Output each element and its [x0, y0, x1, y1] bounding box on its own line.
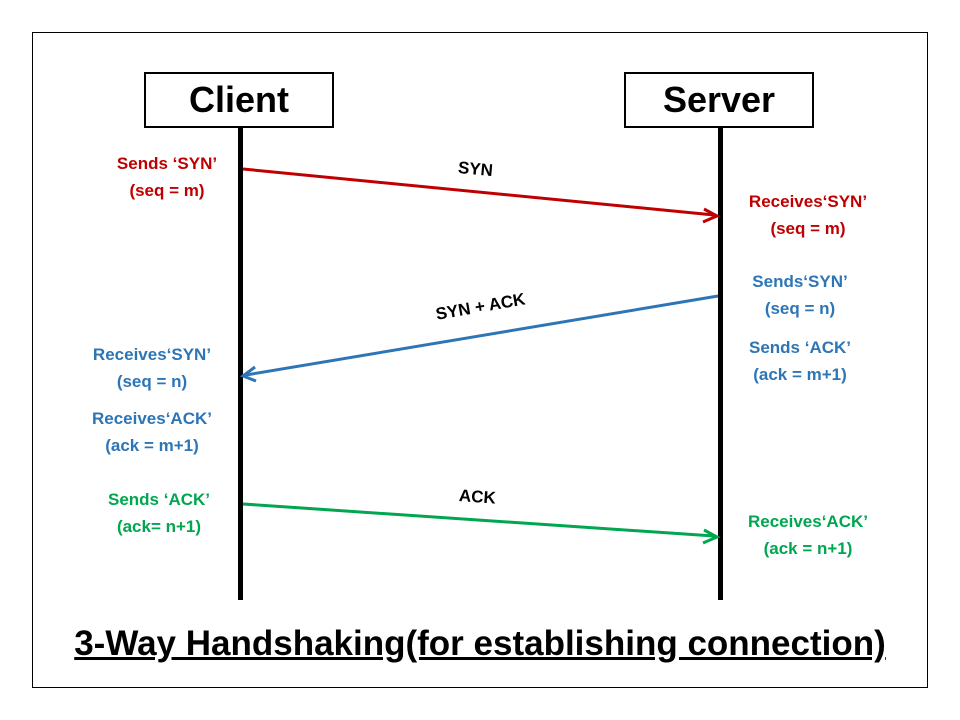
server-sends-syn-note: Sends‘SYN’ (seq = n) — [738, 268, 862, 322]
server-box: Server — [624, 72, 814, 128]
client-receives-ack-note: Receives‘ACK’ (ack = m+1) — [82, 405, 222, 459]
server-label: Server — [662, 79, 776, 120]
synack-arrow-line — [245, 294, 719, 377]
ack-arrowhead — [702, 528, 721, 545]
client-receives-syn-note: Receives‘SYN’ (seq = n) — [82, 341, 222, 395]
client-receives-ack-line2: (ack = m+1) — [105, 436, 199, 455]
client-sends-syn-line1: Sends ‘SYN’ — [116, 154, 218, 173]
server-sends-ack-line2: (ack = m+1) — [753, 365, 847, 384]
client-box: Client — [144, 72, 334, 128]
client-sends-ack-note: Sends ‘ACK’ (ack= n+1) — [96, 486, 222, 540]
client-receives-ack-line1: Receives‘ACK’ — [91, 409, 212, 428]
server-sends-syn-line2: (seq = n) — [764, 299, 836, 318]
server-sends-ack-note: Sends ‘ACK’ (ack = m+1) — [736, 334, 864, 388]
ack-arrow-line — [242, 502, 715, 538]
client-sends-ack-line2: (ack= n+1) — [116, 517, 202, 536]
server-receives-syn-note: Receives‘SYN’ (seq = m) — [738, 188, 878, 242]
server-lifeline — [718, 128, 723, 600]
server-receives-ack-line2: (ack = n+1) — [763, 539, 853, 558]
server-receives-syn-line2: (seq = m) — [770, 219, 846, 238]
client-receives-syn-line2: (seq = n) — [116, 372, 188, 391]
syn-arrow-line — [242, 167, 715, 217]
client-lifeline — [238, 128, 243, 600]
synack-arrowhead — [239, 365, 257, 383]
diagram-caption: 3-Way Handshaking(for establishing conne… — [74, 624, 886, 663]
server-receives-syn-line1: Receives‘SYN’ — [748, 192, 868, 211]
syn-label: SYN — [457, 158, 494, 181]
client-sends-ack-line1: Sends ‘ACK’ — [107, 490, 211, 509]
syn-arrowhead — [702, 207, 721, 224]
server-receives-ack-line1: Receives‘ACK’ — [747, 512, 868, 531]
server-sends-syn-line1: Sends‘SYN’ — [752, 272, 848, 291]
slide-frame — [32, 32, 928, 688]
server-sends-ack-line1: Sends ‘ACK’ — [748, 338, 852, 357]
client-sends-syn-note: Sends ‘SYN’ (seq = m) — [104, 150, 230, 204]
server-receives-ack-note: Receives‘ACK’ (ack = n+1) — [738, 508, 878, 562]
ack-label: ACK — [458, 486, 497, 508]
client-sends-syn-line2: (seq = m) — [129, 181, 205, 200]
client-receives-syn-line1: Receives‘SYN’ — [92, 345, 212, 364]
client-label: Client — [188, 79, 289, 120]
